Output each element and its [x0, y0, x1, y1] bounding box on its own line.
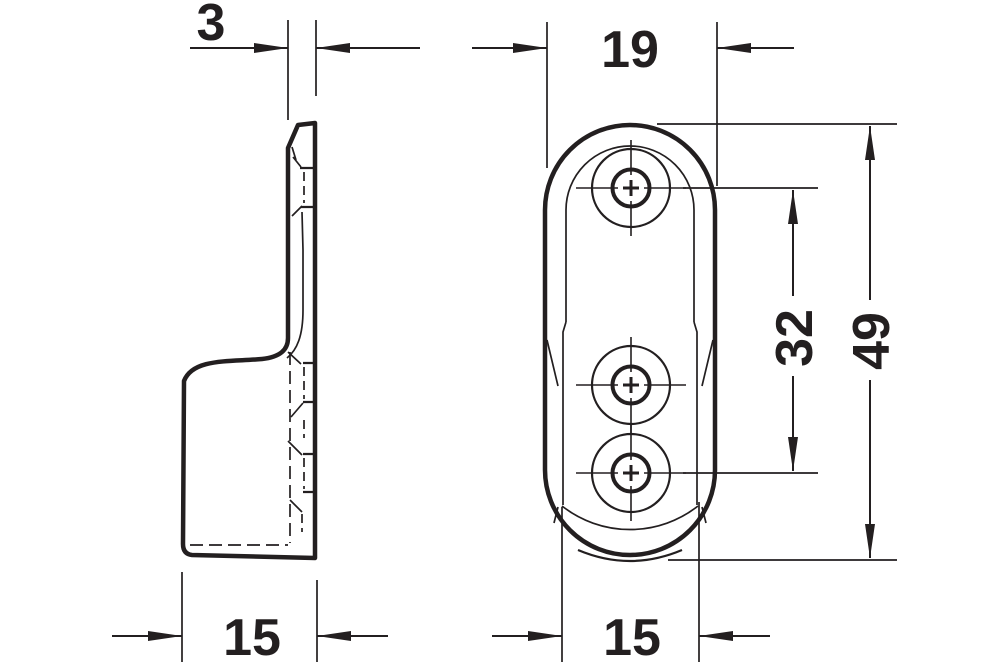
- center-mark: [623, 465, 639, 481]
- dim-front-height: 49: [657, 123, 901, 561]
- front-rim-notches: [546, 339, 714, 524]
- dim-label-face-width: 15: [603, 609, 661, 667]
- extension-lines: [181, 572, 318, 662]
- dim-side-width: 15: [112, 572, 388, 667]
- screw-hole-middle: [576, 337, 686, 433]
- dimensions: 3 19 32 49 15: [112, 0, 901, 667]
- dim-hole-spacing: 32: [683, 187, 824, 474]
- extension-lines: [287, 20, 317, 120]
- center-mark: [623, 377, 639, 393]
- front-inner-contour-bottom: [561, 505, 699, 531]
- side-countersink-cones: [287, 156, 304, 513]
- center-mark: [623, 180, 639, 196]
- dim-label-plate-thickness: 3: [197, 0, 226, 52]
- front-view-outline: [542, 122, 718, 558]
- dim-label-front-height: 49: [843, 312, 901, 370]
- center-crosshair: [576, 425, 686, 521]
- front-inner-contour-sides: [562, 321, 698, 505]
- screw-hole-top: [576, 140, 686, 236]
- dim-face-width: 15: [492, 502, 770, 667]
- extension-lines: [683, 187, 818, 474]
- center-crosshair: [576, 337, 686, 433]
- front-hook-lip-arc: [577, 548, 683, 563]
- front-inner-contour-top: [565, 145, 695, 322]
- dim-label-side-width: 15: [223, 609, 281, 667]
- side-hidden-plate-edge: [190, 352, 291, 546]
- center-crosshair: [576, 140, 686, 236]
- dim-label-front-width: 19: [601, 21, 659, 79]
- dim-front-width: 19: [472, 21, 794, 186]
- dim-plate-thickness: 3: [190, 0, 420, 120]
- side-view: [180, 120, 318, 561]
- side-hidden-hole-bores: [301, 172, 305, 532]
- extension-lines: [657, 123, 897, 561]
- screw-hole-bottom: [576, 425, 686, 521]
- side-countersink-ticks: [300, 166, 316, 494]
- front-view: [542, 122, 718, 563]
- side-view-outline: [180, 120, 318, 561]
- dim-label-hole-spacing: 32: [766, 309, 824, 367]
